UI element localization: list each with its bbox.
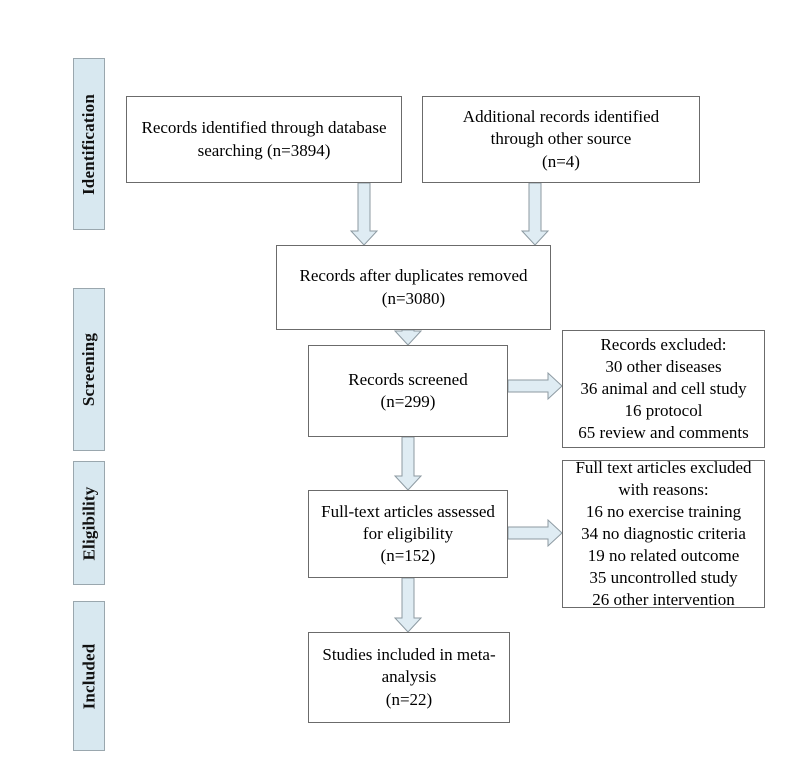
stage-label-eligibility-text: Eligibility	[79, 486, 99, 560]
stage-label-identification: Identification	[73, 58, 105, 230]
box-fulltext-assessed-text: Full-text articles assessed for eligibil…	[321, 501, 495, 566]
box-studies-included-text: Studies included in meta- analysis (n=22…	[322, 645, 496, 709]
arrow-screened-to-excluded	[507, 371, 563, 401]
box-records-excluded-text: Records excluded: 30 other diseases 36 a…	[578, 334, 749, 443]
stage-label-identification-text: Identification	[79, 93, 99, 195]
box-after-duplicates: Records after duplicates removed (n=3080…	[276, 245, 551, 330]
box-database-records-text: Records identified through database sear…	[141, 118, 387, 160]
box-database-records: Records identified through database sear…	[126, 96, 402, 183]
arrow-fulltext-to-excluded	[507, 518, 563, 548]
stage-label-eligibility: Eligibility	[73, 461, 105, 585]
box-records-excluded: Records excluded: 30 other diseases 36 a…	[562, 330, 765, 448]
stage-label-included: Included	[73, 601, 105, 751]
box-other-records-text: Additional records identified through ot…	[462, 107, 660, 171]
box-fulltext-assessed: Full-text articles assessed for eligibil…	[308, 490, 508, 578]
box-records-screened: Records screened (n=299)	[308, 345, 508, 437]
arrow-fulltext-to-included	[393, 577, 423, 633]
arrow-screened-to-fulltext	[393, 436, 423, 491]
arrow-other-to-dedup	[520, 182, 550, 246]
box-after-duplicates-text: Records after duplicates removed (n=3080…	[299, 266, 528, 308]
stage-label-screening: Screening	[73, 288, 105, 451]
arrow-dedup-to-screened	[393, 329, 423, 346]
box-fulltext-excluded-text: Full text articles excluded with reasons…	[575, 457, 752, 610]
box-records-screened-text: Records screened (n=299)	[348, 369, 468, 411]
box-other-records: Additional records identified through ot…	[422, 96, 700, 183]
stage-label-screening-text: Screening	[79, 332, 99, 407]
box-studies-included: Studies included in meta- analysis (n=22…	[308, 632, 510, 723]
box-fulltext-excluded: Full text articles excluded with reasons…	[562, 458, 765, 609]
stage-label-included-text: Included	[79, 643, 99, 709]
arrow-db-to-dedup	[349, 182, 379, 246]
